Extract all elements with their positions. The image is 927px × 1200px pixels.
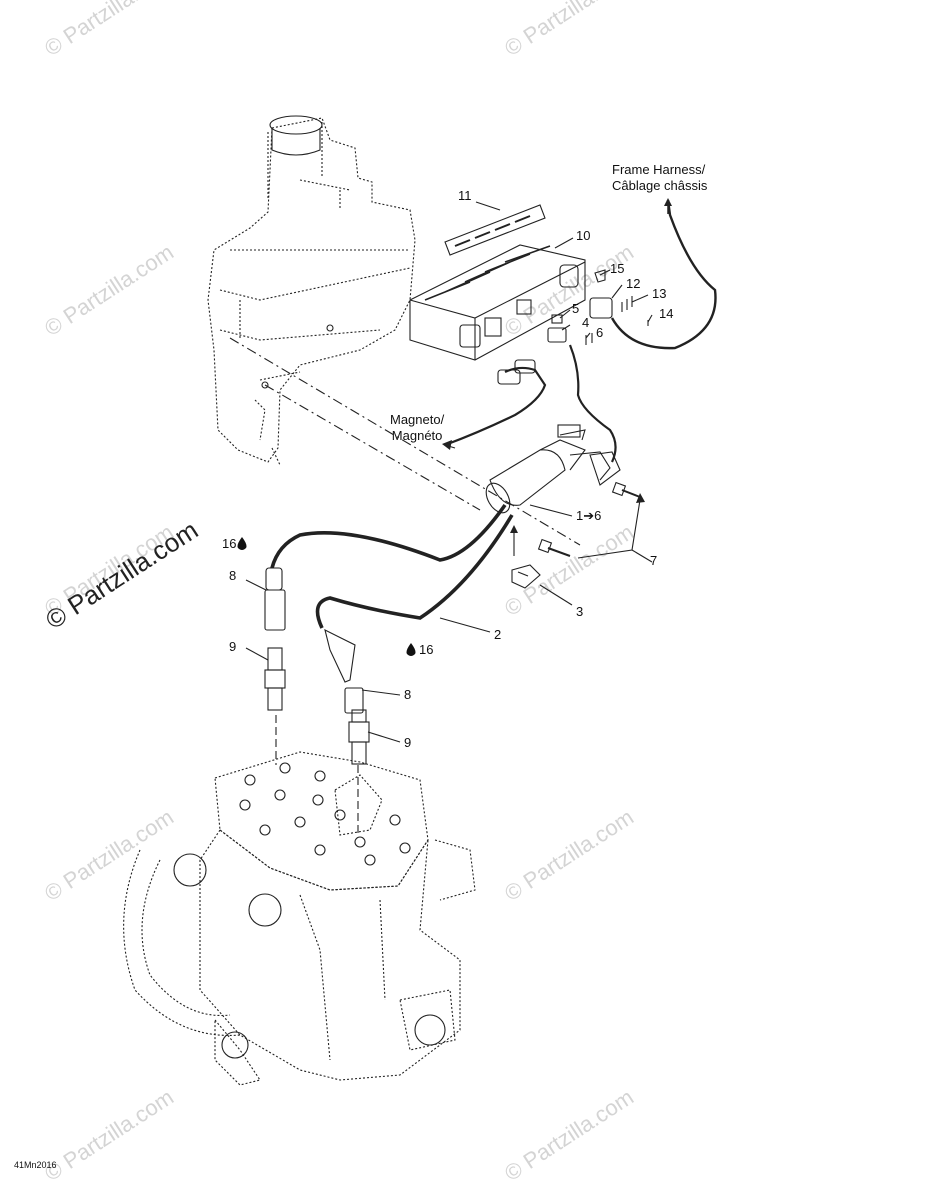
drop-icon [237,537,247,550]
frame-harness-line1: Frame Harness/ [612,162,706,177]
callout-1-6: 1➔6 [576,508,602,523]
callout-8b: 8 [404,687,412,702]
callout-11: 11 [458,188,472,203]
decal-drawing [444,204,546,256]
spark-plug-drawing [264,647,370,765]
callout-8a: 8 [229,568,237,583]
callout-13: 13 [652,286,667,301]
callout-9a: 9 [229,639,237,654]
frame-harness-label: Frame Harness/ Câblage châssis [612,162,707,194]
ignition-coil-drawing [485,424,611,514]
engine-bolts [173,762,446,1059]
callout-16b: 16 [419,642,434,657]
callout-10: 10 [576,228,591,243]
callout-16a: 16 [222,536,237,551]
callout-2: 2 [494,627,502,642]
engine-drawing [123,751,476,1086]
callout-9b: 9 [404,735,412,750]
callout-15: 15 [610,261,625,276]
magneto-label: Magneto/ Magnéto [390,412,444,444]
callout-3: 3 [576,604,584,619]
cdi-module-drawing [409,244,586,361]
callout-12: 12 [626,276,641,291]
callout-4: 4 [582,315,590,330]
callout-5: 5 [572,301,580,316]
magneto-line1: Magneto/ [390,412,445,427]
drop-icon [406,643,416,656]
callout-6: 6 [596,325,604,340]
oil-tank-drawing [207,117,416,466]
diagram-code: 41Mn2016 [14,1160,57,1170]
callout-7: 7 [650,553,658,568]
callout-14: 14 [659,306,674,321]
frame-harness-line2: Câblage châssis [612,178,708,193]
magneto-line2: Magnéto [391,428,443,443]
